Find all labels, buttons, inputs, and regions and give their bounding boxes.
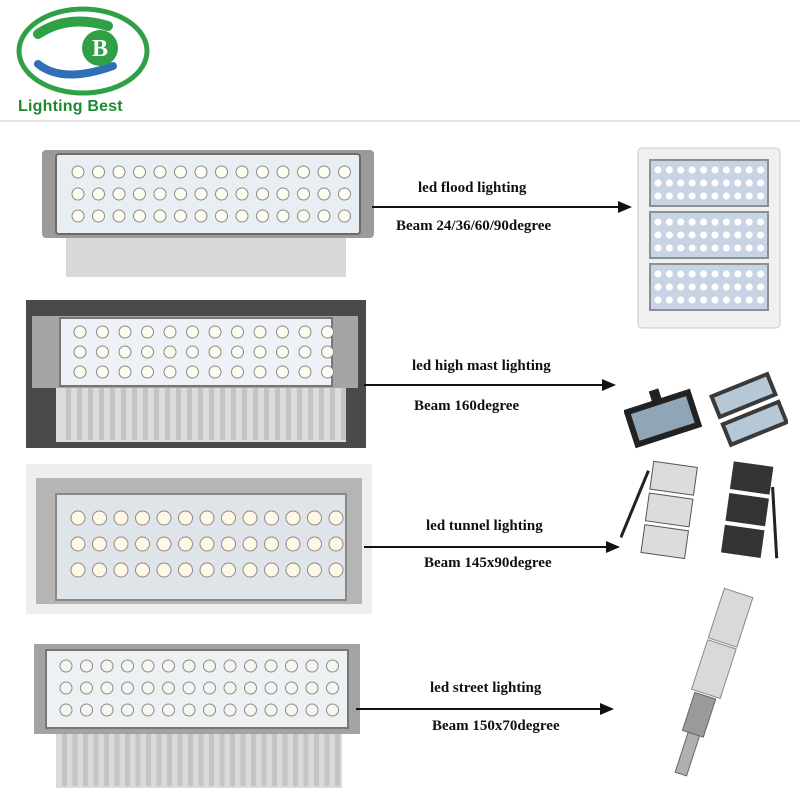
led-module-icon (26, 300, 366, 448)
led-module-icon (42, 150, 374, 277)
led-module-image-4 (30, 640, 364, 790)
street-light-icon (674, 587, 754, 777)
led-module-icon (26, 464, 372, 614)
application-label: led street lighting (430, 680, 542, 696)
high-mast-light-product (623, 370, 790, 455)
svg-text:B: B (92, 36, 108, 62)
arrow-icon (364, 379, 616, 391)
led-module-icon (34, 644, 360, 788)
flood-light-product (634, 146, 784, 335)
beam-label: Beam 150x70degree (432, 718, 560, 734)
brand-logo: B Lighting Best (8, 4, 158, 119)
arrow-icon (356, 703, 614, 715)
street-light-product (660, 584, 756, 789)
led-module-image-1 (36, 142, 380, 282)
application-label: led tunnel lighting (426, 518, 543, 534)
beam-label: Beam 160degree (414, 398, 520, 414)
brand-name: Lighting Best (18, 98, 123, 115)
tunnel-light-product (619, 460, 790, 569)
high-mast-light-icon (623, 371, 790, 449)
beam-label: Beam 145x90degree (424, 555, 552, 571)
flood-light-3-module-icon (637, 147, 781, 329)
tunnel-light-icon (619, 460, 779, 560)
led-module-image-2 (26, 300, 366, 448)
application-label: led flood lighting (418, 180, 527, 196)
arrow-icon (364, 541, 620, 553)
lighting-best-logo-icon: B (16, 6, 150, 96)
header-divider (0, 120, 800, 122)
arrow-icon (372, 201, 632, 213)
beam-label: Beam 24/36/60/90degree (396, 218, 552, 234)
led-module-image-3 (26, 464, 372, 614)
application-label: led high mast lighting (412, 358, 551, 374)
